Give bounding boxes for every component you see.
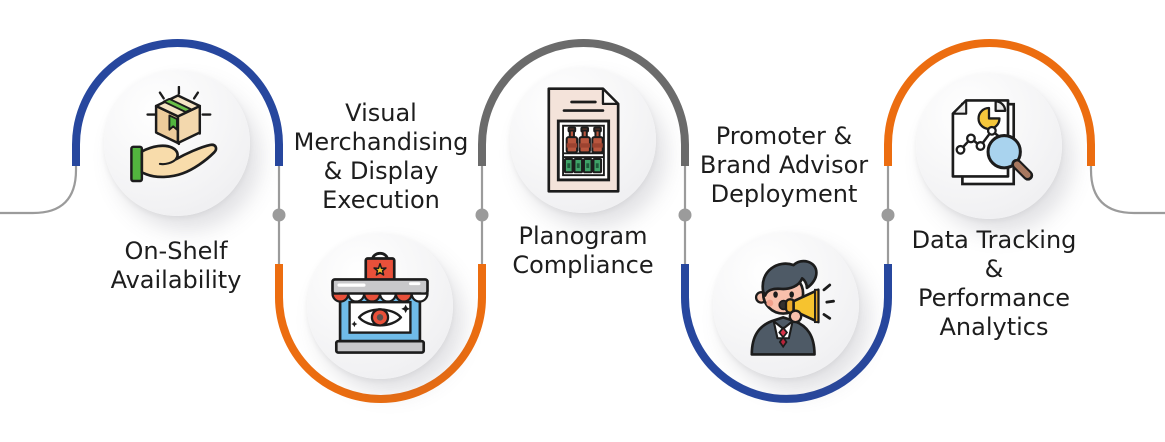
arc-step-2 [275, 264, 486, 403]
analytics-magnifier-icon [951, 99, 1034, 186]
hand-holding-box-icon [130, 86, 218, 183]
arc-step-4 [681, 264, 892, 403]
arc-step-1 [72, 39, 283, 166]
step-5-label: Data Tracking & Performance Analytics [911, 226, 1077, 341]
step-4-label: Promoter & Brand Advisor Deployment [699, 122, 869, 208]
connector-dot-4 [881, 208, 895, 222]
storefront-display-icon [331, 251, 429, 354]
planogram-document-icon [547, 87, 620, 193]
connector-dot-3 [678, 208, 692, 222]
promoter-megaphone-icon [750, 259, 835, 356]
step-2-label: Visual Merchandising & Display Execution [293, 99, 469, 214]
arc-step-3 [478, 39, 689, 166]
arc-step-5 [884, 39, 1095, 166]
connector-dot-1 [272, 208, 286, 222]
step-1-label: On-Shelf Availability [110, 237, 242, 294]
exit-line [1089, 166, 1165, 215]
step-3-label: Planogram Compliance [512, 222, 654, 279]
step-4-icon-circle [713, 232, 859, 378]
step-1-icon-circle [104, 70, 250, 216]
step-3-icon-circle [510, 67, 656, 213]
entry-line [0, 166, 78, 215]
step-5-icon-circle [916, 73, 1062, 219]
step-2-icon-circle [307, 233, 453, 379]
connector-dot-2 [475, 208, 489, 222]
